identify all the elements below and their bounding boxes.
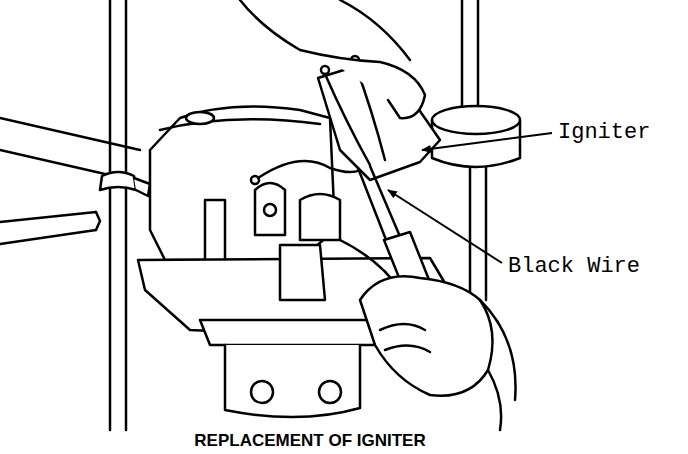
leader-line <box>388 190 502 263</box>
rod <box>0 118 140 150</box>
connector <box>280 245 325 300</box>
part-label: Black Wire <box>506 255 642 279</box>
pipe <box>469 165 472 300</box>
screw <box>186 112 214 124</box>
hand-sleeve <box>340 0 410 60</box>
figure-caption: REPLACEMENT OF IGNITER <box>194 431 425 451</box>
pipe <box>125 0 128 430</box>
part-label: Igniter <box>556 121 652 145</box>
pipe <box>485 165 488 300</box>
clamp-tab <box>134 178 150 196</box>
rod-end <box>96 212 100 230</box>
shaft-housing <box>225 345 360 417</box>
hand <box>240 0 425 118</box>
boss <box>300 194 340 240</box>
bolt <box>319 381 341 403</box>
pipe <box>477 0 480 110</box>
hand <box>360 276 493 395</box>
rod <box>0 230 96 244</box>
clamp <box>100 172 136 190</box>
pipe <box>461 0 464 110</box>
cylinder-top <box>432 106 520 134</box>
leader-line <box>422 133 552 150</box>
bolt <box>251 381 273 403</box>
screw <box>264 204 276 216</box>
wire <box>258 161 360 178</box>
body-edge <box>160 119 320 130</box>
finger-line <box>380 324 430 352</box>
hand-sleeve <box>480 300 516 430</box>
rod <box>0 212 96 222</box>
pipe <box>109 0 112 430</box>
terminal <box>251 176 259 184</box>
boss <box>255 183 285 235</box>
post <box>205 200 225 265</box>
